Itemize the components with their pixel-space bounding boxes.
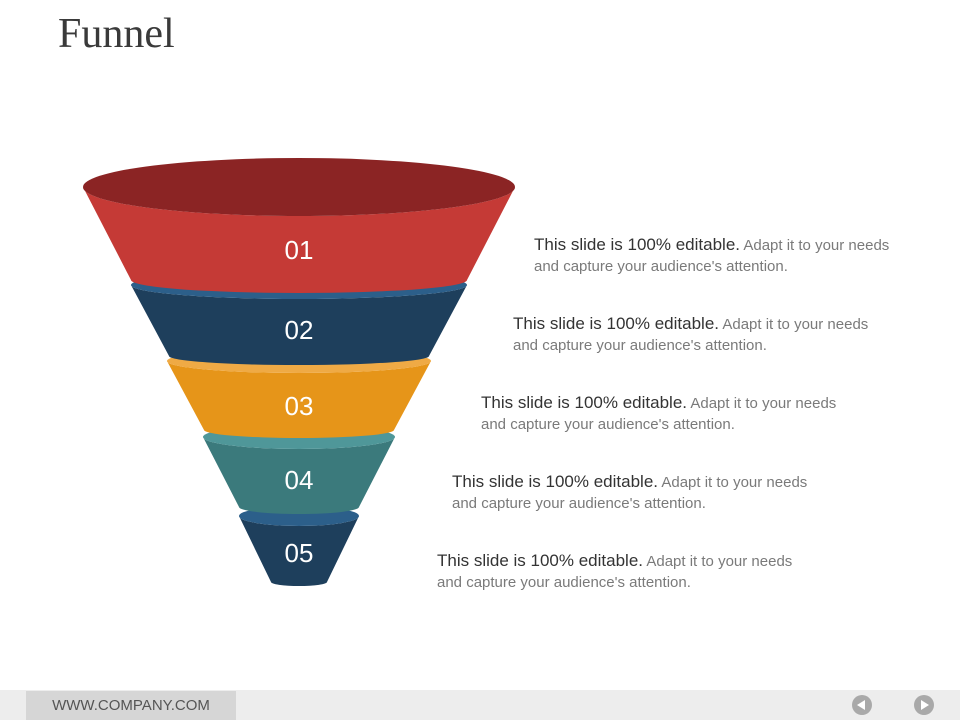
funnel-stage-4-label: 04 — [285, 465, 314, 495]
stage-1-lead: This slide is 100% editable. — [534, 235, 741, 254]
funnel-stage-1-label: 01 — [285, 235, 314, 265]
stage-3-lead: This slide is 100% editable. — [481, 393, 688, 412]
funnel-stage-4 — [203, 437, 395, 514]
funnel-stage-3-label: 03 — [285, 391, 314, 421]
funnel-stage-3 — [167, 361, 431, 438]
stage-2-description: This slide is 100% editable. Adapt it to… — [513, 313, 873, 356]
stage-4-lead: This slide is 100% editable. — [452, 472, 659, 491]
slide-title: Funnel — [58, 11, 175, 57]
funnel-stage-1 — [83, 187, 515, 293]
footer-url[interactable]: WWW.COMPANY.COM — [26, 691, 236, 720]
stage-5-description: This slide is 100% editable. Adapt it to… — [437, 550, 797, 593]
funnel-diagram: 05 04 03 02 01 — [83, 158, 515, 586]
funnel-stage-2-label: 02 — [285, 315, 314, 345]
right-arrow-icon[interactable] — [914, 695, 934, 715]
stage-4-rest: Adapt it to your needs and capture your … — [452, 474, 808, 512]
stage-1-description: This slide is 100% editable. Adapt it to… — [534, 234, 894, 277]
stage-2-lead: This slide is 100% editable. — [513, 314, 720, 333]
stage-5-rest: Adapt it to your needs and capture your … — [437, 553, 793, 591]
left-arrow-icon[interactable] — [852, 695, 872, 715]
stage-2-rest: Adapt it to your needs and capture your … — [513, 316, 869, 354]
stage-3-description: This slide is 100% editable. Adapt it to… — [481, 392, 841, 435]
stage-3-rest: Adapt it to your needs and capture your … — [481, 395, 837, 433]
stage-4-description: This slide is 100% editable. Adapt it to… — [452, 471, 812, 514]
funnel-stage-5 — [239, 516, 359, 586]
funnel-stage-5-label: 05 — [285, 538, 314, 568]
funnel-stage-2 — [131, 285, 467, 365]
stage-1-rest: Adapt it to your needs and capture your … — [534, 237, 890, 275]
funnel-stage-1-top — [83, 158, 515, 216]
stage-5-lead: This slide is 100% editable. — [437, 551, 644, 570]
